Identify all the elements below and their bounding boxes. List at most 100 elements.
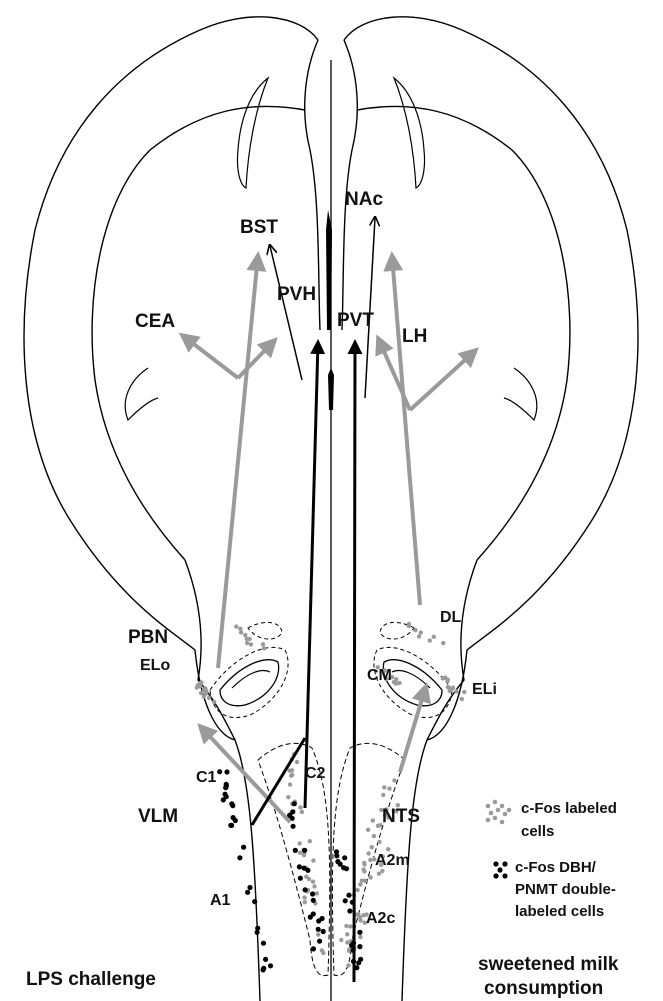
cell-dot — [371, 818, 375, 822]
cell-dot — [202, 688, 206, 692]
cell-dot — [288, 782, 292, 786]
cell-dot — [368, 858, 372, 862]
cell-dot — [241, 845, 246, 850]
label-cea: CEA — [135, 311, 175, 332]
cell-dot — [346, 963, 350, 967]
cell-dot — [261, 966, 266, 971]
cell-dot — [298, 851, 302, 855]
cell-dot — [305, 868, 310, 873]
cell-dot — [261, 642, 265, 646]
cell-dot — [448, 689, 452, 693]
cell-dot — [268, 963, 273, 968]
cell-dot — [234, 624, 238, 628]
cell-dot — [428, 638, 432, 642]
cell-dot — [345, 940, 349, 944]
cell-dot — [310, 891, 315, 896]
label-elo: ELo — [140, 657, 170, 674]
label-pbn: PBN — [128, 627, 168, 648]
cell-dot — [303, 900, 307, 904]
cell-dot — [317, 939, 322, 944]
cell-dot — [387, 786, 391, 790]
cell-dot — [446, 678, 450, 682]
black-projections — [252, 342, 355, 982]
cell-dot — [302, 895, 306, 899]
label-lh: LH — [402, 326, 427, 347]
label-dl: DL — [440, 609, 462, 626]
cell-dot — [297, 864, 302, 869]
condition-right-line1: sweetened milk — [478, 954, 619, 975]
legend-cfos-line1: c-Fos labeled — [521, 800, 617, 817]
cell-dot — [316, 932, 320, 936]
right-inner-cortex — [342, 40, 357, 330]
cell-dot — [397, 681, 401, 685]
cell-dot — [407, 624, 411, 628]
cell-dot — [380, 869, 384, 873]
legend-gray-swatch — [486, 800, 512, 825]
cell-dot — [196, 683, 200, 687]
cell-dot — [311, 911, 316, 916]
cell-dot — [261, 941, 266, 946]
cell-dot — [419, 630, 423, 634]
cell-dot — [357, 944, 362, 949]
cell-dot — [290, 768, 294, 772]
cell-dot — [346, 893, 351, 898]
legend-double-line1: c-Fos DBH/ — [515, 859, 597, 876]
cell-dot — [366, 851, 370, 855]
cell-dot — [345, 932, 349, 936]
cell-dot — [298, 805, 302, 809]
label-a1: A1 — [210, 892, 231, 909]
cell-dot — [304, 874, 308, 878]
cell-dot — [245, 890, 250, 895]
cell-dot — [362, 861, 366, 865]
label-eli: ELi — [472, 681, 497, 698]
cell-dot — [347, 908, 352, 913]
cell-dot — [291, 824, 296, 829]
cell-dot — [462, 690, 466, 694]
cell-dot — [382, 785, 386, 789]
cell-dot — [308, 839, 312, 843]
left-hemisphere-outline — [24, 17, 318, 1001]
left-hippocampal-fold — [125, 368, 158, 420]
label-bst: BST — [240, 217, 278, 238]
cell-dot — [372, 834, 376, 838]
legend-cfos-line2: cells — [521, 823, 554, 840]
cell-dot — [320, 916, 325, 921]
cell-dot — [245, 641, 249, 645]
label-pvh: PVH — [277, 284, 316, 305]
cell-dot — [295, 760, 299, 764]
label-cm: CM — [367, 667, 392, 684]
cell-dot — [377, 840, 381, 844]
cell-dot — [357, 930, 362, 935]
cell-dot — [363, 879, 367, 883]
ventricle-upper — [326, 210, 332, 330]
cell-dot — [243, 633, 247, 637]
cell-dot — [311, 898, 316, 903]
cell-dot — [344, 866, 349, 871]
label-nac: NAc — [345, 189, 383, 210]
cell-dot — [239, 630, 243, 634]
cell-dot — [446, 685, 450, 689]
cell-dot — [238, 627, 242, 631]
cell-dot — [231, 815, 236, 820]
label-vlm: VLM — [138, 806, 178, 827]
cell-dot — [217, 769, 222, 774]
cell-dot — [370, 845, 374, 849]
cell-dot — [334, 853, 339, 858]
cell-dot — [339, 938, 343, 942]
cell-dot — [298, 841, 302, 845]
cell-dot — [392, 778, 396, 782]
cell-dot — [342, 855, 347, 860]
cell-dot — [355, 888, 359, 892]
cell-dot — [362, 869, 366, 873]
cell-dot — [316, 927, 321, 932]
cell-dot — [263, 957, 268, 962]
cell-dot — [252, 899, 257, 904]
label-pvt: PVT — [337, 310, 374, 331]
cell-dot — [441, 676, 445, 680]
cell-dot — [229, 801, 234, 806]
ventricle-lower — [328, 368, 334, 410]
cell-dot — [454, 689, 458, 693]
cell-dot — [392, 680, 396, 684]
cell-dot — [311, 880, 315, 884]
cell-dot — [356, 912, 360, 916]
